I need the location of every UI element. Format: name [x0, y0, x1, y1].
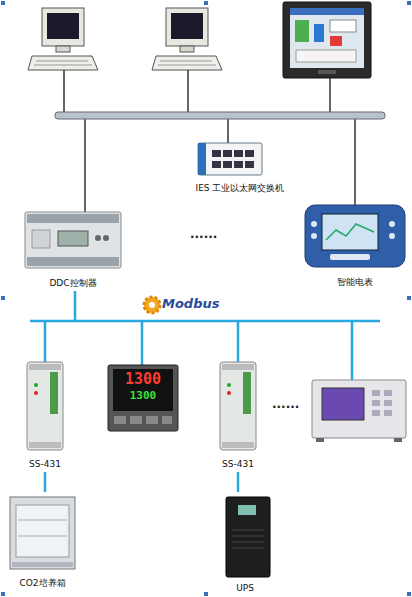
pc-icon: [152, 8, 222, 70]
display-reading: 1300: [113, 371, 173, 388]
device-caption: 智能电表: [300, 278, 410, 288]
device-caption: UPS: [215, 584, 275, 594]
switch-device: [198, 143, 262, 175]
converter-module: [220, 362, 256, 450]
ddc-controller: [25, 212, 121, 268]
incubator-node: CO2培养箱: [5, 492, 80, 592]
temperature-controller: [108, 365, 178, 431]
modbus-wire: [30, 291, 380, 380]
converter-node: SS-431: [18, 358, 72, 472]
temperature-node: 1300 1300: [106, 363, 180, 433]
analyzer-instrument: [312, 380, 406, 442]
switch-node: IES 工业以太网交换机: [185, 140, 295, 198]
device-caption: SS-431: [18, 460, 72, 470]
ellipsis-mark: ......: [190, 228, 217, 241]
converter-module: [27, 362, 63, 450]
ellipsis-mark: ......: [272, 398, 299, 411]
converter-node: SS-431: [211, 358, 265, 472]
ups-cabinet: [226, 497, 270, 577]
ethernet-wire: [64, 70, 355, 212]
controller-node: DDC控制器: [22, 205, 124, 291]
display-reading: 1300: [113, 390, 173, 402]
device-caption: CO2培养箱: [5, 579, 80, 589]
device-link: [237, 472, 240, 492]
incubator: [10, 497, 75, 569]
device-caption: IES 工业以太网交换机: [185, 184, 295, 194]
device-caption: DDC控制器: [22, 279, 124, 289]
hmi-panel: [283, 2, 371, 78]
bus-name: Modbus: [162, 297, 219, 311]
ethernet-bus: [55, 112, 385, 119]
smart-meter: [305, 205, 405, 267]
ups-node: UPS: [215, 492, 275, 596]
device-link: [44, 472, 47, 492]
pc-icon: [28, 8, 98, 70]
device-caption: SS-431: [211, 460, 265, 470]
modbus-logo-gear: [144, 297, 160, 313]
meter-node: 智能电表: [300, 198, 410, 290]
